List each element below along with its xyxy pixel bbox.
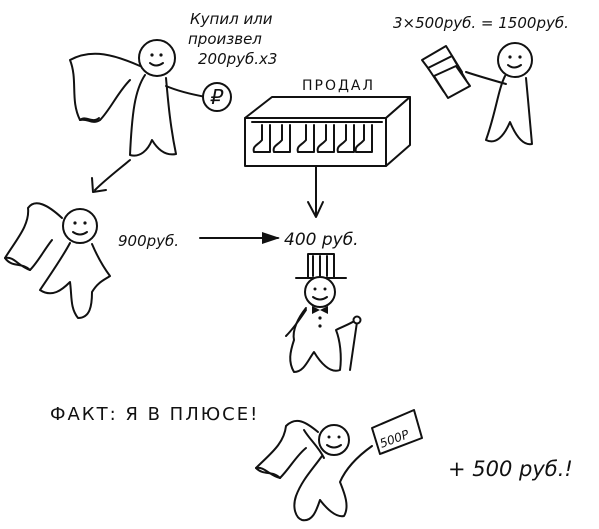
left-money-label: 900руб. xyxy=(118,232,179,250)
arrow-to-center-money xyxy=(199,232,280,244)
sold-total-label: 3×500руб. = 1500руб. xyxy=(393,14,569,32)
bought-text-line1: Купил или xyxy=(190,10,273,28)
fact-label: ФАКТ: Я В ПЛЮСЕ! xyxy=(50,404,259,425)
top-hat-icon xyxy=(295,253,347,279)
profit-label: + 500 руб.! xyxy=(448,457,573,481)
arrow-to-center xyxy=(307,165,324,218)
happy-figure xyxy=(255,419,373,522)
arrow-to-left-figure xyxy=(91,159,131,193)
seller-figure xyxy=(465,42,533,146)
sold-label: ПРОДАЛ xyxy=(302,78,375,94)
banknote-fan-icon xyxy=(421,45,471,99)
ruble-coin-icon: ₽ xyxy=(202,82,232,112)
bought-text-line3: 200руб.x3 xyxy=(198,50,277,68)
center-money-label: 400 руб. xyxy=(284,230,359,250)
ruble-symbol: ₽ xyxy=(210,85,225,109)
bought-text-line2: произвел xyxy=(188,30,262,48)
banknote-icon: 500Р xyxy=(371,409,423,455)
buyer-figure xyxy=(69,39,207,157)
socks-box-icon xyxy=(244,96,411,167)
left-figure xyxy=(4,202,111,319)
gentleman-figure xyxy=(285,276,362,373)
